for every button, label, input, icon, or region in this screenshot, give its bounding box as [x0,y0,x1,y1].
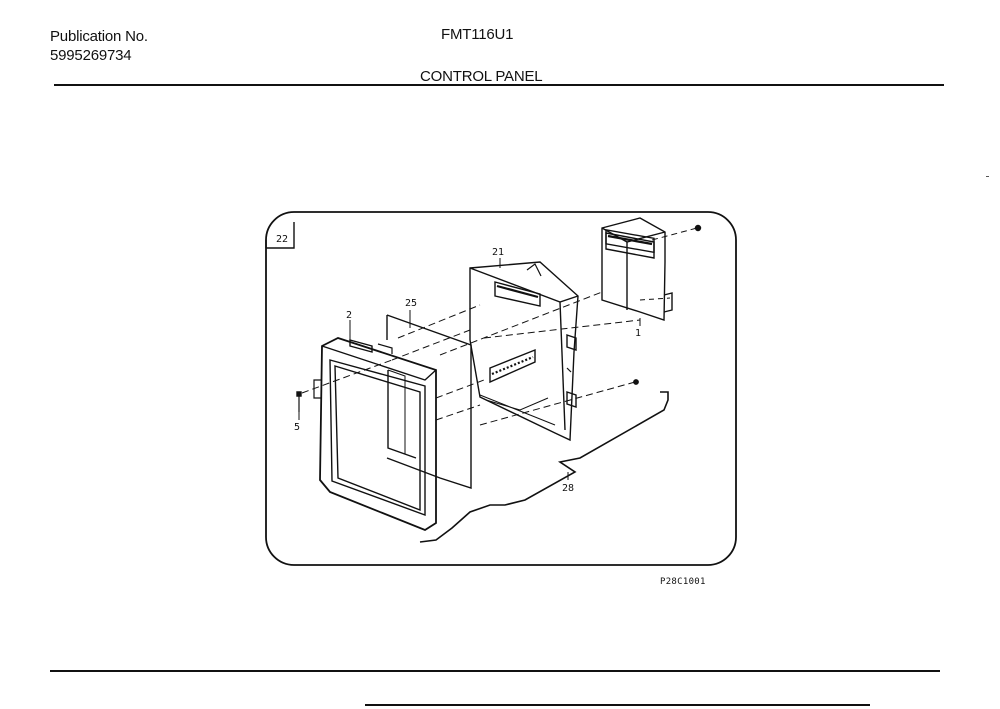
part-1-control-board [601,217,702,321]
part-28-harness [419,391,669,543]
callout-2: 2 [346,310,352,321]
diagram-code: P28C1001 [660,577,706,587]
header-rule [54,84,944,86]
section-title: CONTROL PANEL [420,68,543,85]
publication-label: Publication No. [50,28,148,45]
callout-25: 25 [405,298,417,309]
part-25-overlay [386,314,472,489]
scan-mark [986,176,989,177]
callout-21: 21 [492,247,504,258]
footer-rule [50,670,940,672]
figure-number: 22 [276,234,288,245]
publication-number: 5995269734 [50,47,132,64]
callout-5: 5 [294,422,300,433]
diagram-frame [265,211,737,566]
part-2-front-frame [313,337,437,532]
footer-rule-short [365,704,870,706]
part-21-bracket [469,261,579,442]
model-number: FMT116U1 [441,26,514,43]
part-5-screw [296,391,302,412]
figure-number-box [265,222,295,249]
callout-28: 28 [562,483,574,494]
callout-1: 1 [635,328,641,339]
